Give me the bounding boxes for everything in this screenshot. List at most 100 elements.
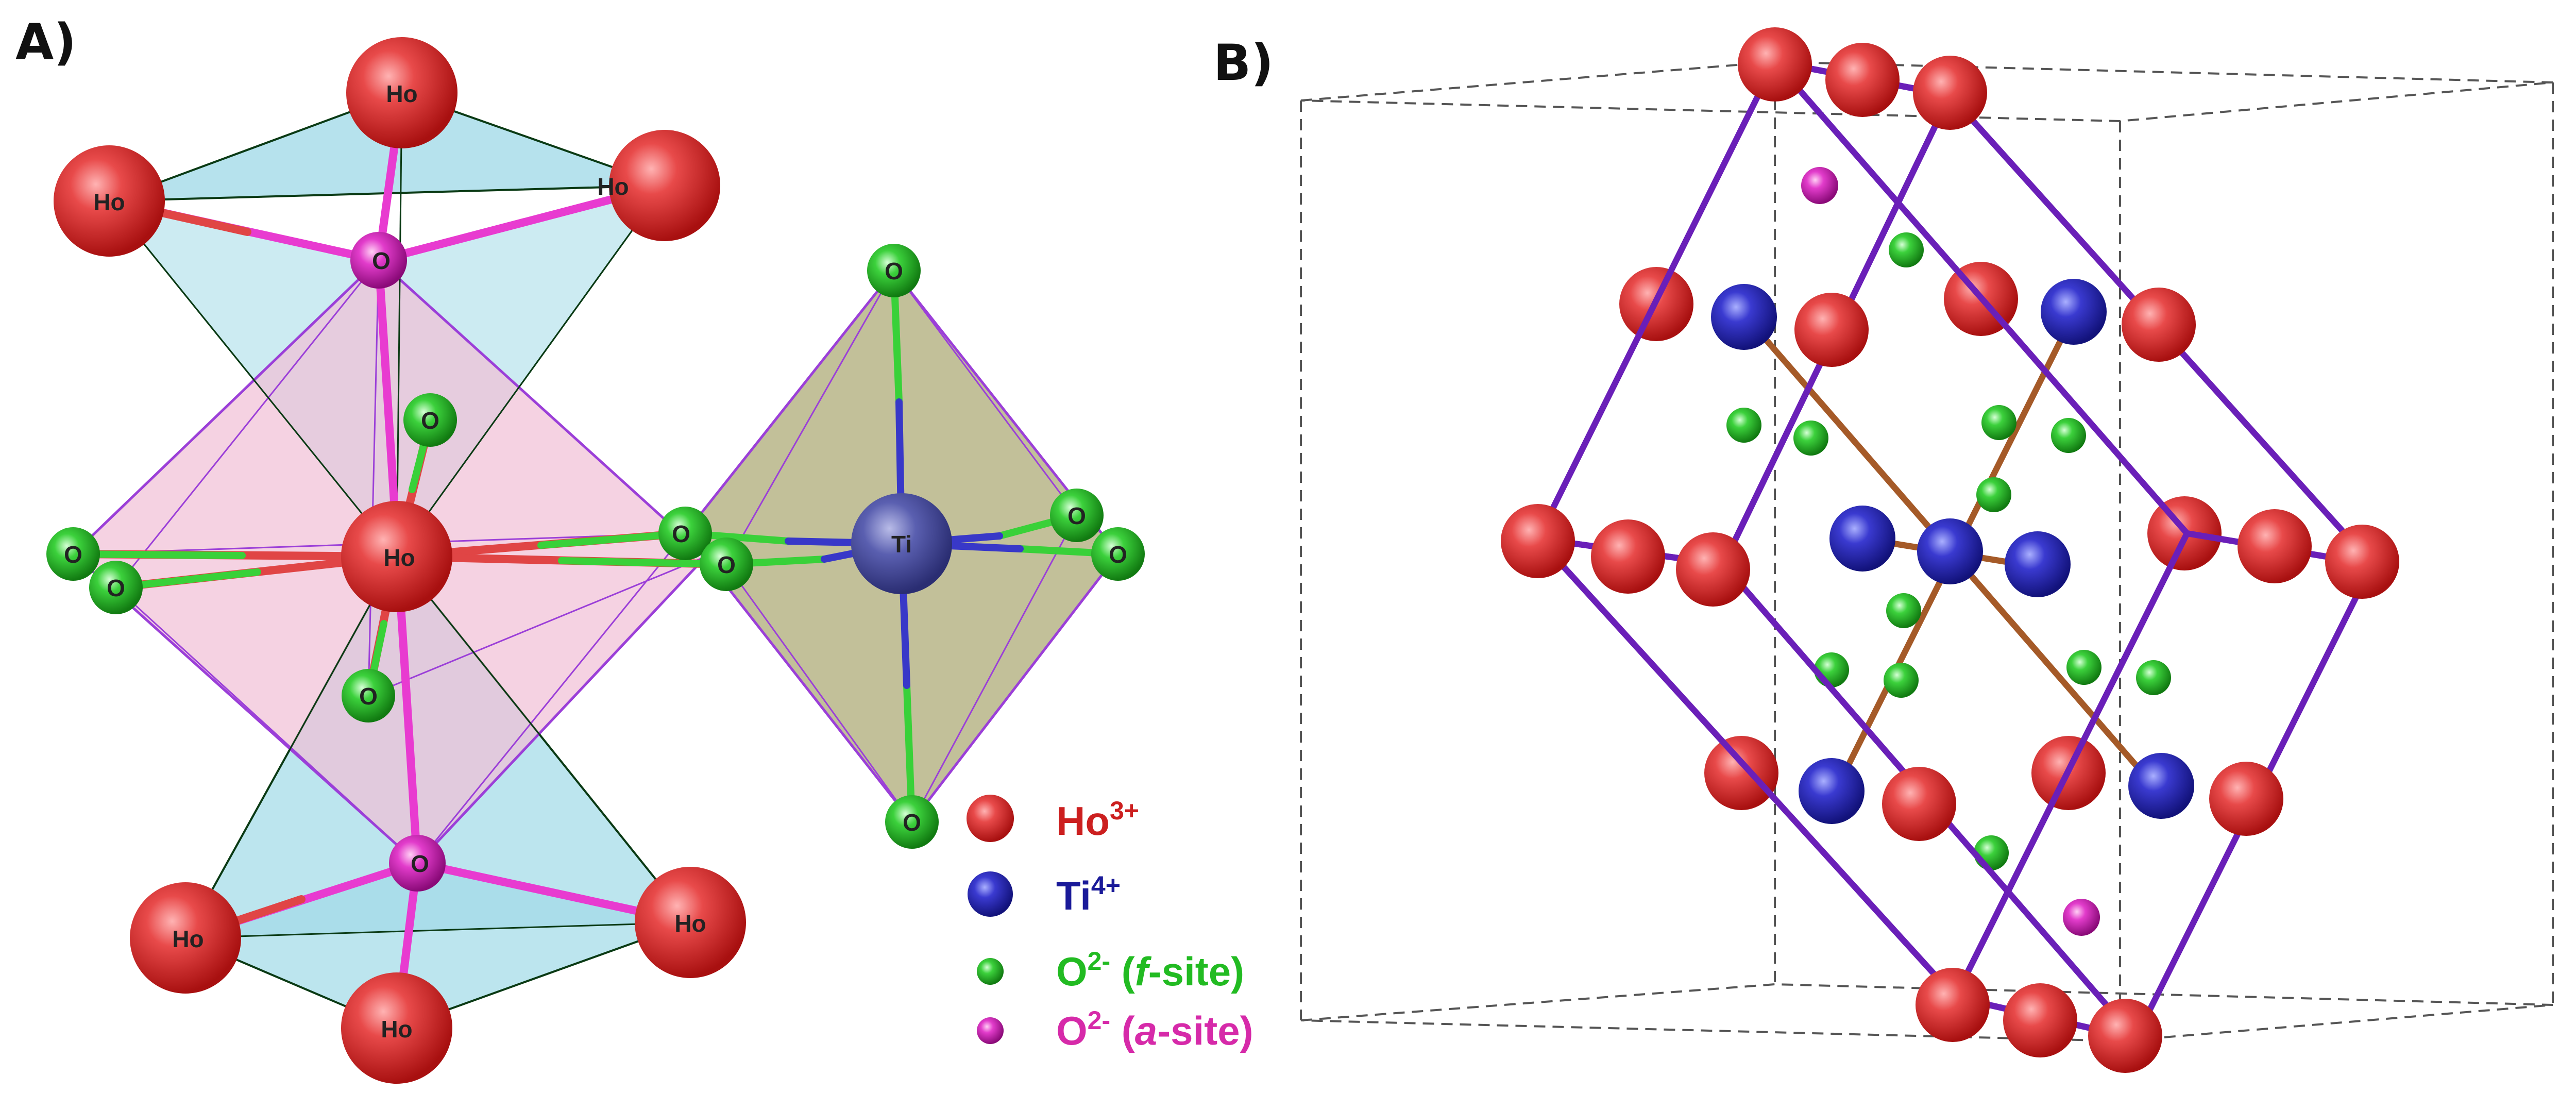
ho-atom — [2122, 288, 2196, 362]
ho-atom — [1501, 504, 1575, 578]
ti-atom — [1711, 284, 1777, 350]
o-f-site-atom — [1974, 835, 2009, 870]
ho-atom — [1794, 293, 1869, 367]
legend-ho-text: Ho3+ — [1056, 796, 1139, 844]
legend: Ho3+ Ti4+ O2- (f-site) O2- (a-site) — [967, 795, 1253, 1053]
panel-a: A) — [15, 13, 1253, 1084]
legend-item-o-a-site: O2- (a-site) — [977, 1006, 1253, 1053]
o-f-site-atom — [342, 669, 395, 722]
ho-label: Ho — [381, 1016, 412, 1043]
ho-label: Ho — [172, 926, 204, 952]
ho-atom — [2325, 525, 2399, 599]
ho-atom — [1916, 968, 1990, 1042]
ho-atom — [2088, 999, 2162, 1073]
ho-atom — [1676, 532, 1750, 607]
o-f-site-atom — [1726, 408, 1761, 443]
bond-line — [396, 92, 403, 557]
o-label: O — [885, 258, 903, 284]
ho-label: Ho — [93, 189, 125, 215]
ti-atom — [851, 493, 952, 594]
ti-atom — [2128, 753, 2194, 819]
o-label: O — [1109, 541, 1127, 568]
legend-ti-text: Ti4+ — [1056, 871, 1121, 918]
o-f-site-atom — [658, 507, 712, 560]
ho-atom — [2238, 509, 2312, 583]
o-f-site-atom — [2051, 418, 2086, 453]
ho-atom — [1704, 736, 1778, 810]
o-label: O — [359, 683, 378, 710]
bond-line — [108, 200, 398, 557]
o-label: O — [64, 541, 82, 568]
panel-a-label: A) — [15, 13, 76, 71]
ho-atom — [635, 867, 746, 978]
legend-item-ti: Ti4+ — [968, 871, 1121, 918]
bond-line — [184, 556, 398, 938]
o-f-site-atom — [1050, 489, 1104, 542]
o-label: O — [717, 551, 736, 578]
o-f-site-atom — [403, 393, 457, 447]
o-f-site-atom — [46, 527, 100, 581]
ho-atom — [1825, 43, 1900, 117]
o-a-site-atom — [1801, 167, 1838, 204]
ho-atom — [1738, 27, 1812, 102]
ho-atom — [1882, 767, 1956, 841]
o-f-site-atom — [700, 537, 753, 591]
ti-atom — [2005, 531, 2071, 597]
panel-a-atoms — [46, 37, 1145, 1084]
ho-atom — [2003, 983, 2077, 1057]
o-a-site-atom — [350, 232, 407, 289]
ho-label: Ho — [383, 544, 415, 571]
ho-atom — [130, 882, 241, 994]
o-f-site-atom — [2136, 660, 2171, 695]
ho-atom — [1913, 56, 1987, 130]
ho-atom — [1591, 519, 1665, 594]
o-a-site-atom — [2063, 899, 2100, 936]
o-label: O — [107, 575, 125, 601]
ho-atom — [341, 972, 452, 1084]
bond-line — [396, 556, 691, 923]
o-f-site-atom — [2066, 650, 2102, 685]
ho-atom — [2209, 762, 2283, 836]
bond-line — [396, 185, 666, 557]
o-f-site-atom — [885, 795, 939, 849]
o-f-site-atom — [1976, 477, 2011, 512]
o-label: O — [421, 407, 439, 434]
o-f-site-atom — [1091, 527, 1145, 581]
legend-item-ho: Ho3+ — [967, 795, 1139, 844]
legend-ho-atom-icon — [967, 795, 1014, 842]
o-f-site-atom — [1793, 421, 1828, 456]
legend-ti-atom-icon — [968, 871, 1013, 917]
o-f-site-atom — [1884, 663, 1919, 698]
ti-label: Ti — [891, 531, 912, 558]
ti-atom — [1829, 506, 1895, 572]
ti-atom — [1917, 518, 1983, 584]
o-f-site-atom — [1981, 405, 2016, 440]
panel-b-label: B) — [1213, 34, 1274, 92]
o-label: O — [411, 850, 429, 877]
o-f-site-atom — [867, 244, 921, 297]
o-a-site-atom — [389, 835, 446, 892]
legend-o-a-text: O2- (a-site) — [1056, 1006, 1253, 1053]
ho-label: Ho — [386, 80, 417, 107]
o-label: O — [903, 809, 921, 836]
ho-atom — [54, 145, 165, 257]
legend-o-f-atom-icon — [977, 958, 1004, 985]
ho-atom — [341, 501, 452, 612]
panel-b-front-atoms — [1501, 27, 2399, 1073]
panel-b: B) — [1213, 27, 2554, 1073]
legend-item-o-f-site: O2- (f-site) — [977, 947, 1244, 994]
ho-label: Ho — [597, 173, 629, 200]
o-label: O — [672, 520, 690, 547]
o-f-site-atom — [1886, 593, 1921, 628]
conventional-cell-dashed — [1300, 60, 2554, 1043]
legend-o-a-atom-icon — [977, 1017, 1004, 1044]
ti-atom — [1799, 758, 1865, 824]
o-label: O — [372, 247, 391, 274]
legend-o-f-text: O2- (f-site) — [1056, 947, 1244, 994]
o-f-site-atom — [89, 561, 143, 614]
ho-atom — [346, 37, 457, 148]
panel-a-atom-labels: Ho Ho Ho O O O O Ho O O O O Ti O O O O H… — [64, 80, 1127, 1043]
ho-label: Ho — [674, 910, 706, 937]
o-f-site-atom — [1889, 232, 1924, 267]
